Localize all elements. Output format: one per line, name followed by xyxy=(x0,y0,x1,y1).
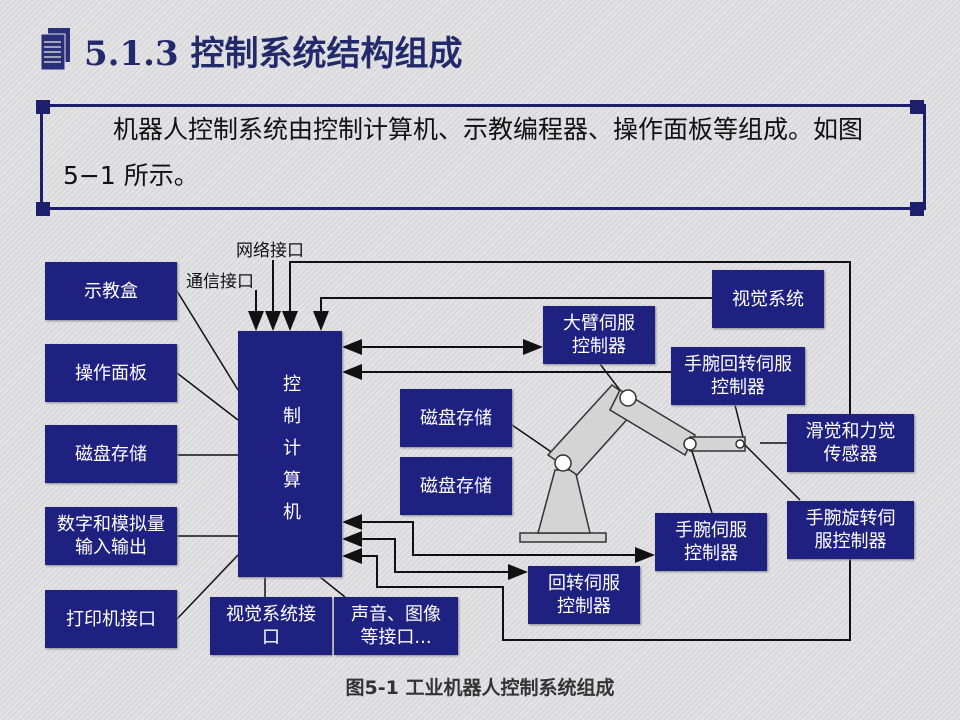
io-box: 数字和模拟量输入输出 xyxy=(45,507,177,565)
rotation-servo-box: 回转伺服控制器 xyxy=(528,566,640,624)
control-computer-box: 控制计算机 xyxy=(238,331,342,577)
page-title: 5.1.3 控制系统结构组成 xyxy=(84,34,463,74)
wrist-spin-servo-box: 手腕旋转伺服控制器 xyxy=(787,501,914,559)
comm-interface-label: 通信接口 xyxy=(186,272,254,292)
disk-storage-mid1-box: 磁盘存储 xyxy=(400,389,512,447)
doc-icon xyxy=(41,28,70,70)
wrist-servo-box: 手腕伺服控制器 xyxy=(655,513,767,571)
disk-storage-mid2-box: 磁盘存储 xyxy=(400,457,512,515)
disk-storage-left-box: 磁盘存储 xyxy=(45,425,177,483)
operation-panel-box: 操作面板 xyxy=(45,344,177,402)
teach-pendant-box: 示教盒 xyxy=(45,262,177,320)
slip-force-sensor-box: 滑觉和力觉传感器 xyxy=(787,414,914,472)
intro-textbox: 机器人控制系统由控制计算机、示教编程器、操作面板等组成。如图 5−1 所示。 xyxy=(40,104,926,210)
vision-system-box: 视觉系统 xyxy=(712,270,824,328)
vision-interface-box: 视觉系统接口 xyxy=(210,597,332,655)
wrist-rotation-servo-box: 手腕回转伺服控制器 xyxy=(671,347,805,405)
figure-caption: 图5-1 工业机器人控制系统组成 xyxy=(345,677,615,699)
network-interface-label: 网络接口 xyxy=(236,241,304,261)
arm-servo-box: 大臂伺服控制器 xyxy=(543,306,655,364)
robot-arm-illustration xyxy=(519,384,746,543)
audio-image-interface-box: 声音、图像等接口... xyxy=(334,597,458,655)
intro-text: 机器人控制系统由控制计算机、示教编程器、操作面板等组成。如图 5−1 所示。 xyxy=(63,115,864,190)
printer-interface-box: 打印机接口 xyxy=(45,590,177,648)
